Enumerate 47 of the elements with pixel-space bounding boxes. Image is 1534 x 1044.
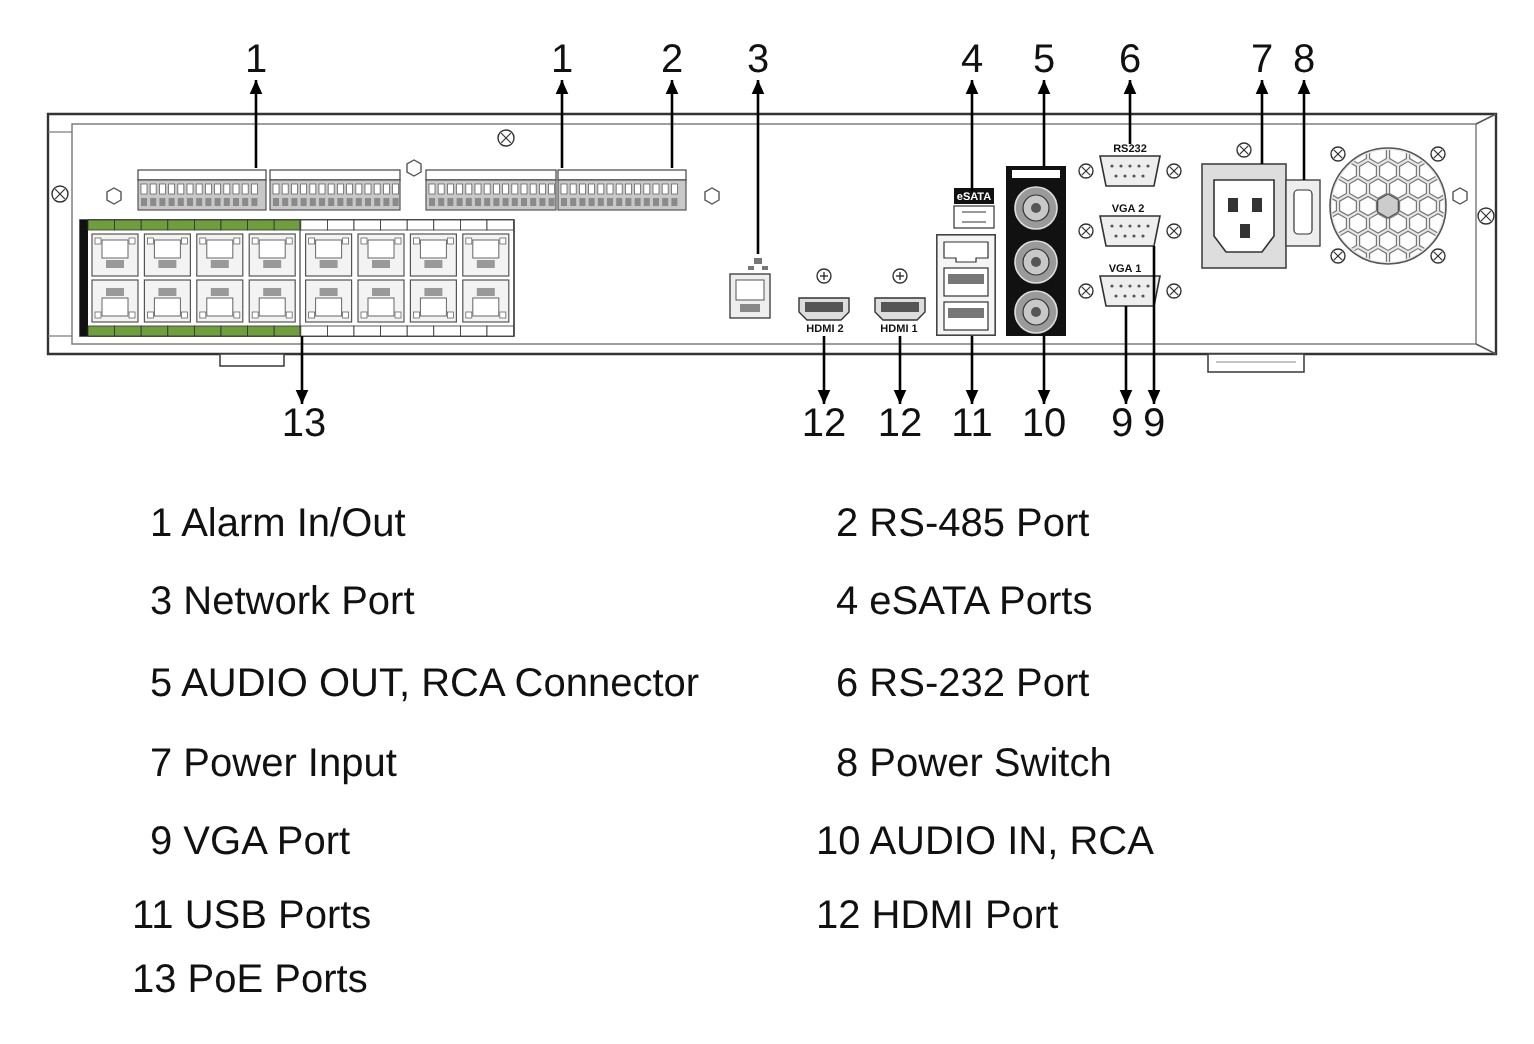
callout-number: 6: [1118, 40, 1142, 80]
callout-key-text: 11 USB Ports: [132, 894, 372, 938]
callout-key-text: 8 Power Switch: [836, 742, 1112, 786]
callout-number: 4: [960, 40, 984, 80]
leader-line: [1297, 80, 1311, 180]
leader-line: [1037, 336, 1051, 404]
callout-key-text: 9 VGA Port: [150, 820, 351, 864]
callout-number: 2: [660, 40, 684, 80]
callout-number: 10: [1021, 404, 1067, 444]
callout-key-text: 5 AUDIO OUT, RCA Connector: [150, 662, 700, 706]
callout-number: 13: [281, 404, 327, 444]
callout-number: 11: [951, 404, 993, 444]
callout-key-text: 1 Alarm In/Out: [150, 502, 406, 546]
callout-key-text: 13 PoE Ports: [132, 958, 368, 1002]
callout-number: 7: [1250, 40, 1274, 80]
leader-line: [1119, 306, 1133, 404]
usb-ports: [936, 234, 996, 336]
leader-line: [1255, 80, 1269, 164]
leader-line: [1037, 80, 1051, 166]
leader-line: [893, 336, 907, 404]
leader-line: [249, 80, 263, 168]
callout-key-text: 6 RS-232 Port: [836, 662, 1090, 706]
callout-number: 1: [244, 40, 268, 80]
leader-line: [665, 80, 679, 168]
callout-number: 9: [1142, 404, 1166, 444]
callout-key-text: 12 HDMI Port: [816, 894, 1059, 938]
audio-rca-jacks: [1006, 166, 1066, 336]
leader-line: [295, 336, 309, 404]
leader-line: [751, 80, 765, 254]
callout-key-text: 2 RS-485 Port: [836, 502, 1090, 546]
callout-number: 12: [801, 404, 847, 444]
callout-number: 8: [1292, 40, 1316, 80]
callout-number: 1: [550, 40, 574, 80]
callout-number: 12: [877, 404, 923, 444]
leader-line: [965, 80, 979, 191]
callout-key-text: 10 AUDIO IN, RCA: [816, 820, 1154, 864]
leader-line: [555, 80, 569, 168]
callout-number: 3: [746, 40, 770, 80]
callout-number: 9: [1110, 404, 1134, 444]
callout-key-text: 4 eSATA Ports: [836, 580, 1093, 624]
leader-line: [1123, 80, 1137, 144]
leader-line: [965, 336, 979, 404]
callout-key-text: 7 Power Input: [150, 742, 397, 786]
callout-number: 5: [1032, 40, 1056, 80]
leader-line: [817, 336, 831, 404]
leader-line: [1147, 246, 1161, 404]
callout-key-text: 3 Network Port: [150, 580, 415, 624]
